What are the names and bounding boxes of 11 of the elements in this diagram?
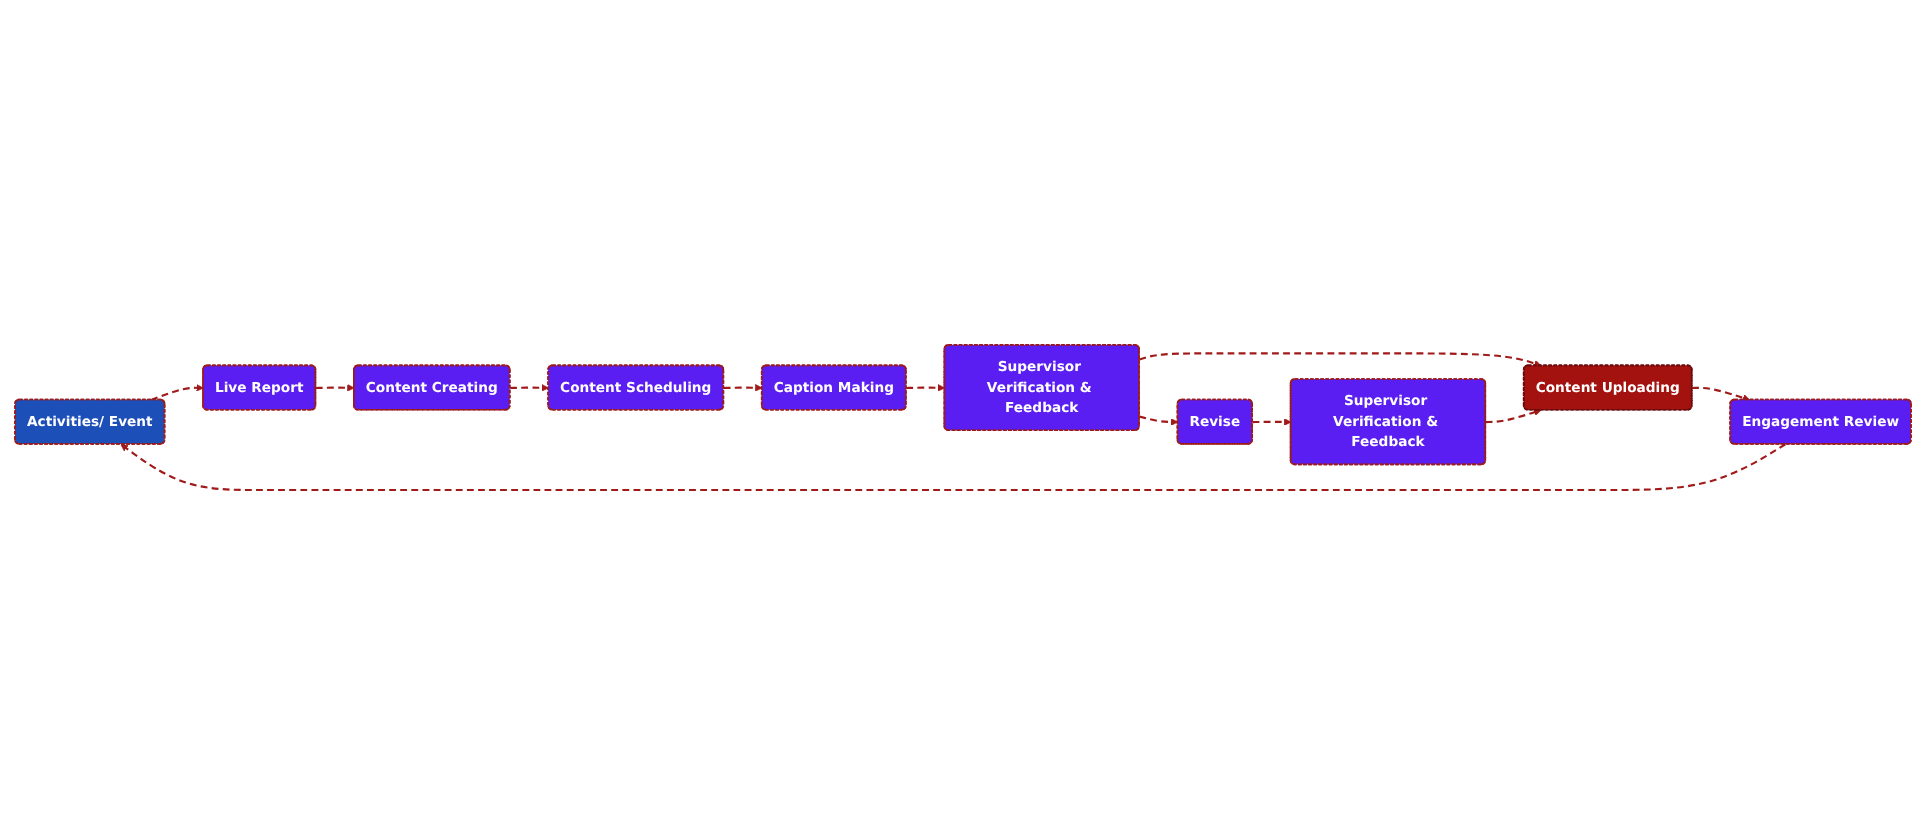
arrow	[510, 383, 549, 392]
arrow	[1252, 417, 1292, 426]
arrow	[1692, 386, 1751, 401]
arrow	[150, 383, 204, 401]
arrow	[1485, 408, 1542, 423]
arrow	[120, 443, 1786, 491]
arrow	[723, 383, 763, 392]
arrow	[315, 383, 355, 392]
arrow	[906, 383, 946, 392]
arrow	[1139, 415, 1179, 426]
arrow	[1139, 351, 1542, 367]
